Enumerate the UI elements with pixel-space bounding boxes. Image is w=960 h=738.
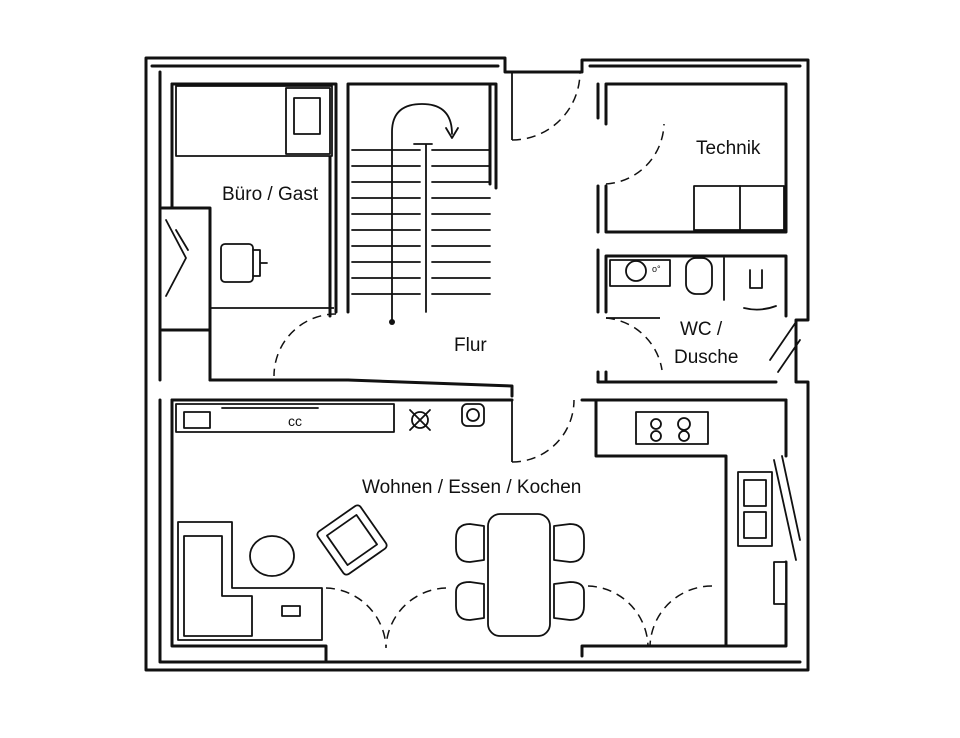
toilet [685,257,713,295]
shelf-right [773,561,787,605]
door-swing-buero [273,313,337,377]
svg-text:o°: o° [652,264,661,274]
door-swing-terrace-right [587,585,713,647]
bed-pillow-inner [293,97,321,135]
desk-chair [220,243,254,283]
coffee-table [249,535,295,577]
wc-sink [609,259,671,287]
svg-text:cc: cc [288,413,302,429]
dining-table [487,513,551,637]
armchair [316,504,388,576]
door-swing-technik [605,123,665,185]
dining-chair-2 [455,581,485,621]
room-label-flur: Flur [454,335,487,356]
dining-chair-3 [553,523,585,563]
dining-chair-1 [455,523,485,563]
microwave [183,411,211,429]
room-flur: Flur [346,71,581,398]
outer-walls [144,56,810,672]
room-wohnen: cc [170,398,801,662]
stair-steps [351,149,491,295]
sofa [177,521,323,641]
sofa-cushion [281,605,301,617]
staircase [346,82,498,325]
door-swing-wc [605,317,663,371]
window-kitchen [773,455,801,561]
window-left [165,219,189,297]
stair-direction-arrow [391,103,453,323]
room-label-wohnen: Wohnen / Essen / Kochen [362,477,581,498]
room-wc: o° WC / Dusche [596,248,801,384]
dining-chair-4 [553,581,585,621]
stove [635,411,709,445]
window-wc [769,321,801,373]
room-technik: Technik [596,82,788,234]
technik-unit [693,185,785,231]
room-label-wc-2: Dusche [674,347,738,368]
plant-icon [409,409,431,431]
door-swing-living [511,399,575,463]
door-swing-entry [511,71,581,141]
lamp-icon [461,403,485,427]
room-label-buero: Büro / Gast [222,184,319,205]
door-swing-terrace-left [325,587,447,649]
room-label-technik: Technik [696,138,761,159]
room-label-wc-1: WC / [680,319,723,340]
shower [723,257,777,311]
room-buero: Büro / Gast [160,82,350,382]
